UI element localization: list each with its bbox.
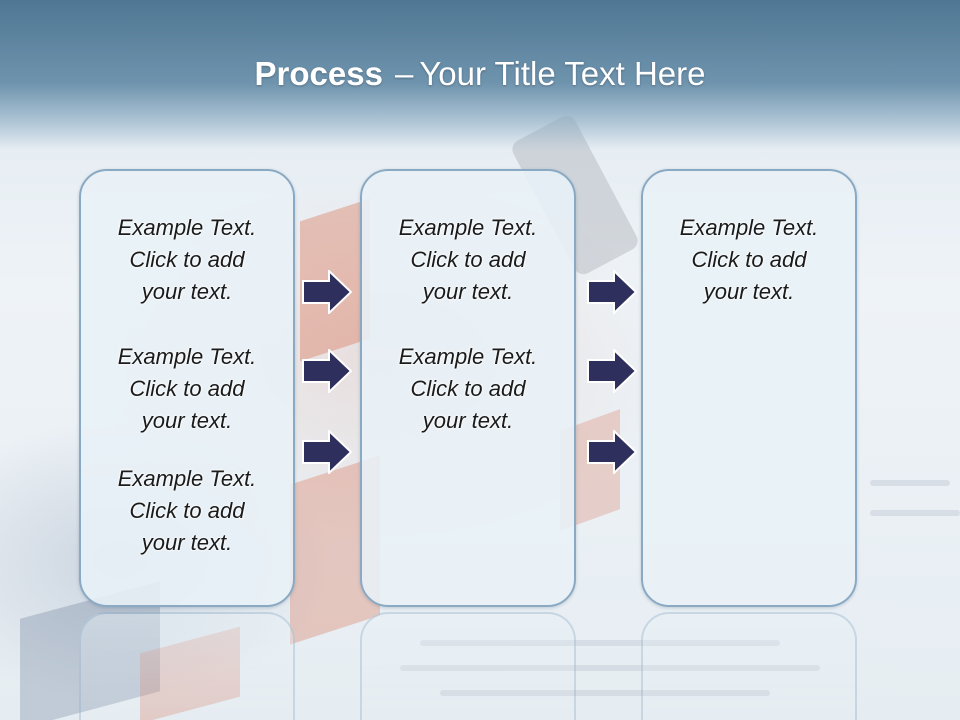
- text-placeholder[interactable]: Example Text. Click to add your text.: [81, 212, 293, 308]
- right-arrow-icon[interactable]: [302, 430, 352, 474]
- text-placeholder[interactable]: Example Text. Click to add your text.: [643, 212, 855, 308]
- text-placeholder[interactable]: Example Text. Click to add your text.: [81, 463, 293, 559]
- text-placeholder[interactable]: Example Text. Click to add your text.: [81, 341, 293, 437]
- title-separator: –: [394, 55, 414, 92]
- background-text-line: [420, 640, 780, 646]
- background-text-line: [870, 480, 950, 486]
- text-line: Click to add: [129, 498, 245, 523]
- text-line: Example Text.: [117, 466, 257, 491]
- process-box-1[interactable]: Example Text. Click to add your text. Ex…: [79, 169, 295, 607]
- background-text-line: [440, 690, 770, 696]
- right-arrow-icon[interactable]: [587, 430, 637, 474]
- process-box-2[interactable]: Example Text. Click to add your text. Ex…: [360, 169, 576, 607]
- text-line: your text.: [703, 279, 795, 304]
- box-reflection: [79, 612, 295, 720]
- text-line: Click to add: [129, 376, 245, 401]
- background-text-line: [870, 510, 960, 516]
- text-line: your text.: [141, 530, 233, 555]
- right-arrow-icon[interactable]: [587, 270, 637, 314]
- text-line: Example Text.: [398, 215, 538, 240]
- process-box-3[interactable]: Example Text. Click to add your text.: [641, 169, 857, 607]
- text-line: Click to add: [410, 247, 526, 272]
- text-placeholder[interactable]: Example Text. Click to add your text.: [362, 212, 574, 308]
- text-line: your text.: [422, 408, 514, 433]
- text-line: Click to add: [129, 247, 245, 272]
- text-line: your text.: [141, 279, 233, 304]
- title-bold-word: Process: [254, 55, 383, 92]
- box-reflection: [641, 612, 857, 720]
- right-arrow-icon[interactable]: [302, 349, 352, 393]
- text-line: your text.: [422, 279, 514, 304]
- right-arrow-icon[interactable]: [302, 270, 352, 314]
- text-placeholder[interactable]: Example Text. Click to add your text.: [362, 341, 574, 437]
- text-line: Example Text.: [679, 215, 819, 240]
- title-text: Your Title Text Here: [419, 55, 706, 92]
- box-reflection: [360, 612, 576, 720]
- text-line: Click to add: [410, 376, 526, 401]
- text-line: Example Text.: [117, 215, 257, 240]
- background-text-line: [400, 665, 820, 671]
- slide-title[interactable]: Process–Your Title Text Here: [0, 52, 960, 96]
- text-line: Example Text.: [117, 344, 257, 369]
- right-arrow-icon[interactable]: [587, 349, 637, 393]
- text-line: your text.: [141, 408, 233, 433]
- title-band: [0, 0, 960, 150]
- text-line: Click to add: [691, 247, 807, 272]
- text-line: Example Text.: [398, 344, 538, 369]
